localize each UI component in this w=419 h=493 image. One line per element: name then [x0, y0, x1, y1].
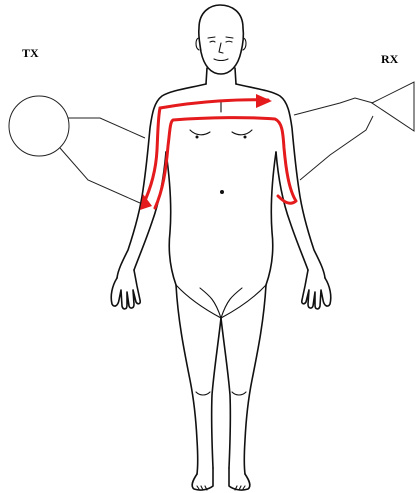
transmitter-wires [60, 118, 145, 203]
signal-arrow-right [256, 94, 272, 108]
receiver-icon [372, 82, 414, 131]
tx-label: TX [22, 46, 39, 60]
rx-label: RX [381, 52, 399, 66]
transmitter-icon [9, 96, 69, 156]
receiver-wires [294, 98, 373, 180]
human-body-figure [111, 5, 331, 490]
